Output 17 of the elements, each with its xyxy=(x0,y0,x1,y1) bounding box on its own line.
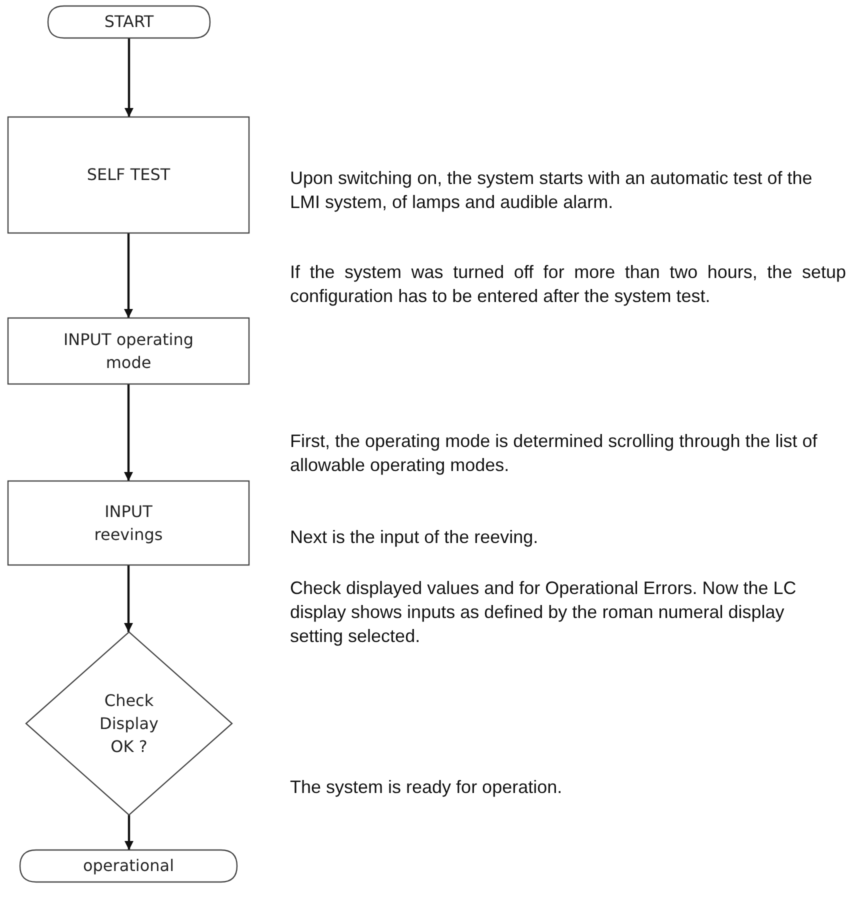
description-text: Check displayed values and for Operational Errors. Now the LC display shows inputs as defined by the roman numeral display setting selected. xyxy=(290,577,798,648)
node-label: INPUT reevings xyxy=(93,500,164,546)
description-text: The system is ready for operation. xyxy=(290,776,564,799)
description-text: First, the operating mode is determined scrolling through the list of allowable operating modes. xyxy=(290,430,818,477)
arrow xyxy=(124,233,133,318)
node-label: Check Display OK ? xyxy=(98,690,160,758)
arrow xyxy=(124,384,133,481)
arrow xyxy=(124,815,134,850)
node-label: INPUT operating mode xyxy=(62,328,195,374)
description-text: If the system was turned off for more than two hours, the setup configuration has to be entered after the system test. xyxy=(290,261,846,308)
arrow xyxy=(124,565,133,632)
node-label: START xyxy=(104,11,154,34)
node-label: SELF TEST xyxy=(86,164,170,186)
node-label: operational xyxy=(82,855,174,877)
description-text: Upon switching on, the system starts with an automatic test of the LMI system, of lamps and audible alarm. xyxy=(290,167,814,214)
description-text: Next is the input of the reeving. xyxy=(290,526,540,549)
arrow xyxy=(124,38,134,117)
